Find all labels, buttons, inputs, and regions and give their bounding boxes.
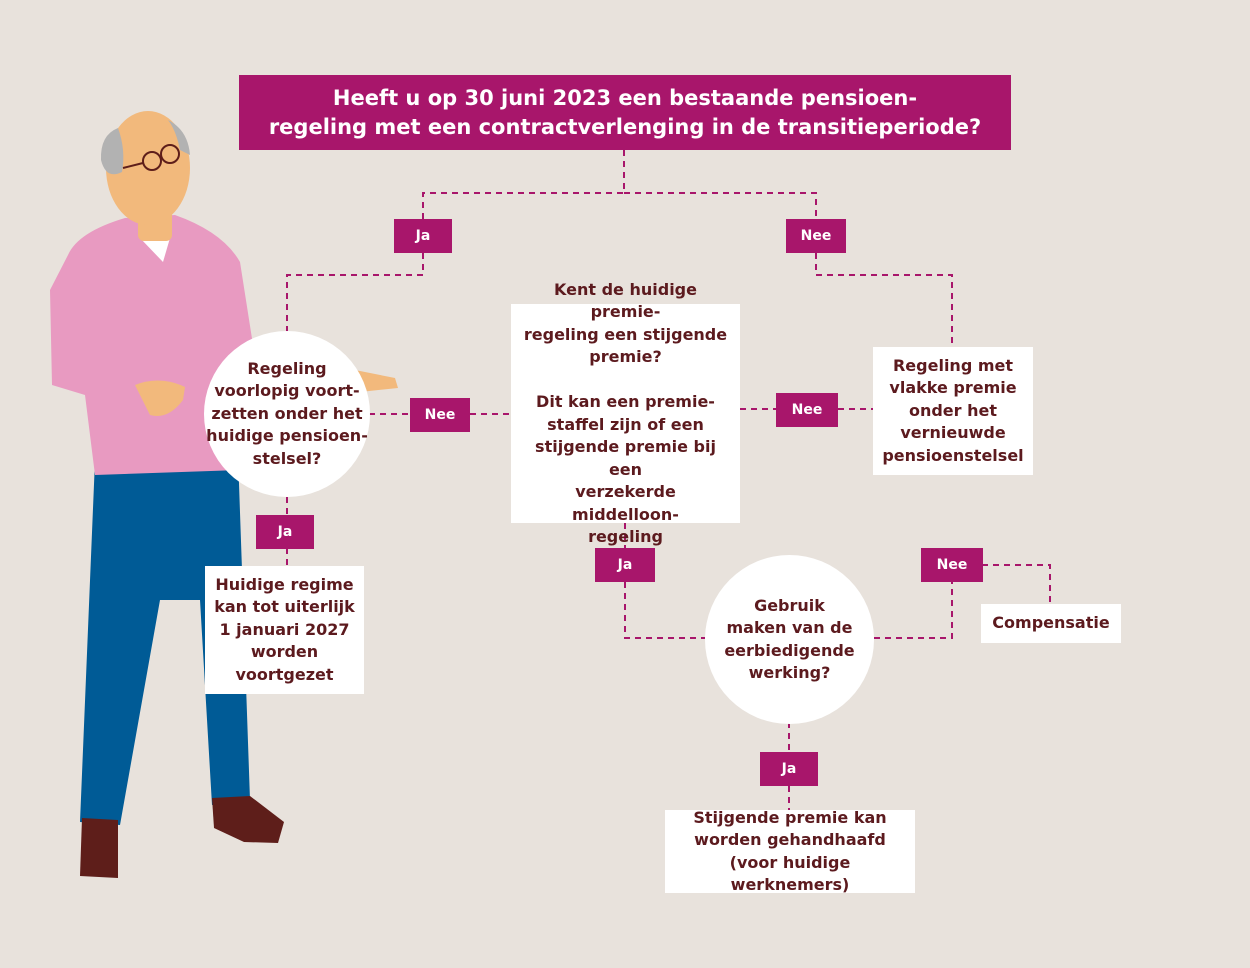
tag-no-continue: Nee <box>410 398 470 432</box>
glasses-icon <box>142 151 162 171</box>
hair <box>100 128 124 175</box>
title-question: Heeft u op 30 juni 2023 een bestaande pe… <box>239 75 1011 150</box>
sweater <box>50 215 253 475</box>
current-regime-box: Huidige regime kan tot uiterlijk 1 janua… <box>205 566 364 694</box>
left-shoe <box>80 818 118 878</box>
respectful-question-circle: Gebruik maken van de eerbiedigende werki… <box>705 555 874 724</box>
tag-yes-rising: Ja <box>595 548 655 582</box>
flat-premium-box: Regeling met vlakke premie onder het ver… <box>873 347 1033 475</box>
rising-premium-question-box: Kent de huidige premie- regeling een sti… <box>511 280 740 546</box>
trousers <box>80 455 250 825</box>
tag-yes-respectful: Ja <box>760 752 818 786</box>
tag-no-respectful: Nee <box>921 548 983 582</box>
left-hand <box>135 380 185 416</box>
person-illustration <box>50 111 398 878</box>
tag-no-top: Nee <box>786 219 846 253</box>
tag-yes-continue: Ja <box>256 515 314 549</box>
maintained-box: Stijgende premie kan worden gehandhaafd … <box>665 808 915 894</box>
right-shoe <box>212 796 284 843</box>
tag-yes-top: Ja <box>394 219 452 253</box>
continue-question-circle: Regeling voorlopig voort- zetten onder h… <box>204 331 370 497</box>
compensation-box: Compensatie <box>981 604 1121 643</box>
tshirt <box>140 238 170 262</box>
tag-no-rising: Nee <box>776 393 838 427</box>
